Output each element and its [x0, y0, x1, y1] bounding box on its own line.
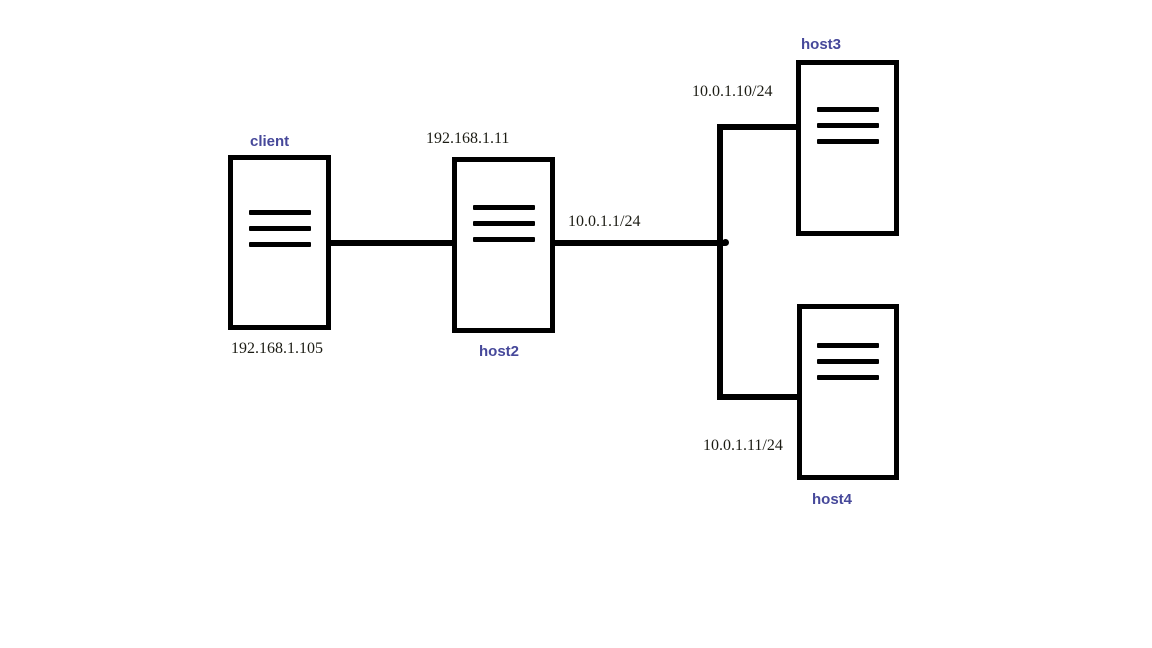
server-lines-icon [233, 210, 326, 247]
node-client[interactable] [228, 155, 331, 330]
link-bus-host3 [717, 124, 799, 130]
server-line [248, 242, 311, 247]
server-line [817, 375, 879, 380]
node-host2-hostname-label: host2 [479, 343, 520, 360]
server-line [472, 221, 535, 226]
server-lines-icon [457, 205, 550, 242]
node-client-ip-label: 192.168.1.105 [231, 340, 323, 357]
node-host4-ip-label: 10.0.1.11/24 [703, 437, 783, 454]
node-host3-hostname-label: host3 [801, 36, 842, 53]
link-bus-host4 [717, 394, 799, 400]
node-host3[interactable] [796, 60, 899, 236]
node-host3-ip-label: 10.0.1.10/24 [692, 83, 773, 100]
bus-trunk-vertical [717, 124, 723, 400]
server-line [472, 237, 535, 242]
bus-junction-dot [722, 239, 729, 246]
server-line [248, 226, 311, 231]
node-client-hostname-label: client [250, 133, 290, 150]
server-line [816, 107, 879, 112]
server-lines-icon [802, 343, 894, 380]
server-line [817, 343, 879, 348]
server-line [817, 359, 879, 364]
node-host4-hostname-label: host4 [812, 491, 853, 508]
node-host2-ip-label: 192.168.1.11 [426, 130, 510, 147]
server-lines-icon [801, 107, 894, 144]
node-host2[interactable] [452, 157, 555, 333]
server-line [816, 139, 879, 144]
link-host2-bus [553, 240, 725, 246]
link-client-host2 [329, 240, 454, 246]
link-subnet-label: 10.0.1.1/24 [568, 213, 641, 230]
server-line [248, 210, 311, 215]
server-line [816, 123, 879, 128]
server-line [472, 205, 535, 210]
node-host4[interactable] [797, 304, 899, 480]
